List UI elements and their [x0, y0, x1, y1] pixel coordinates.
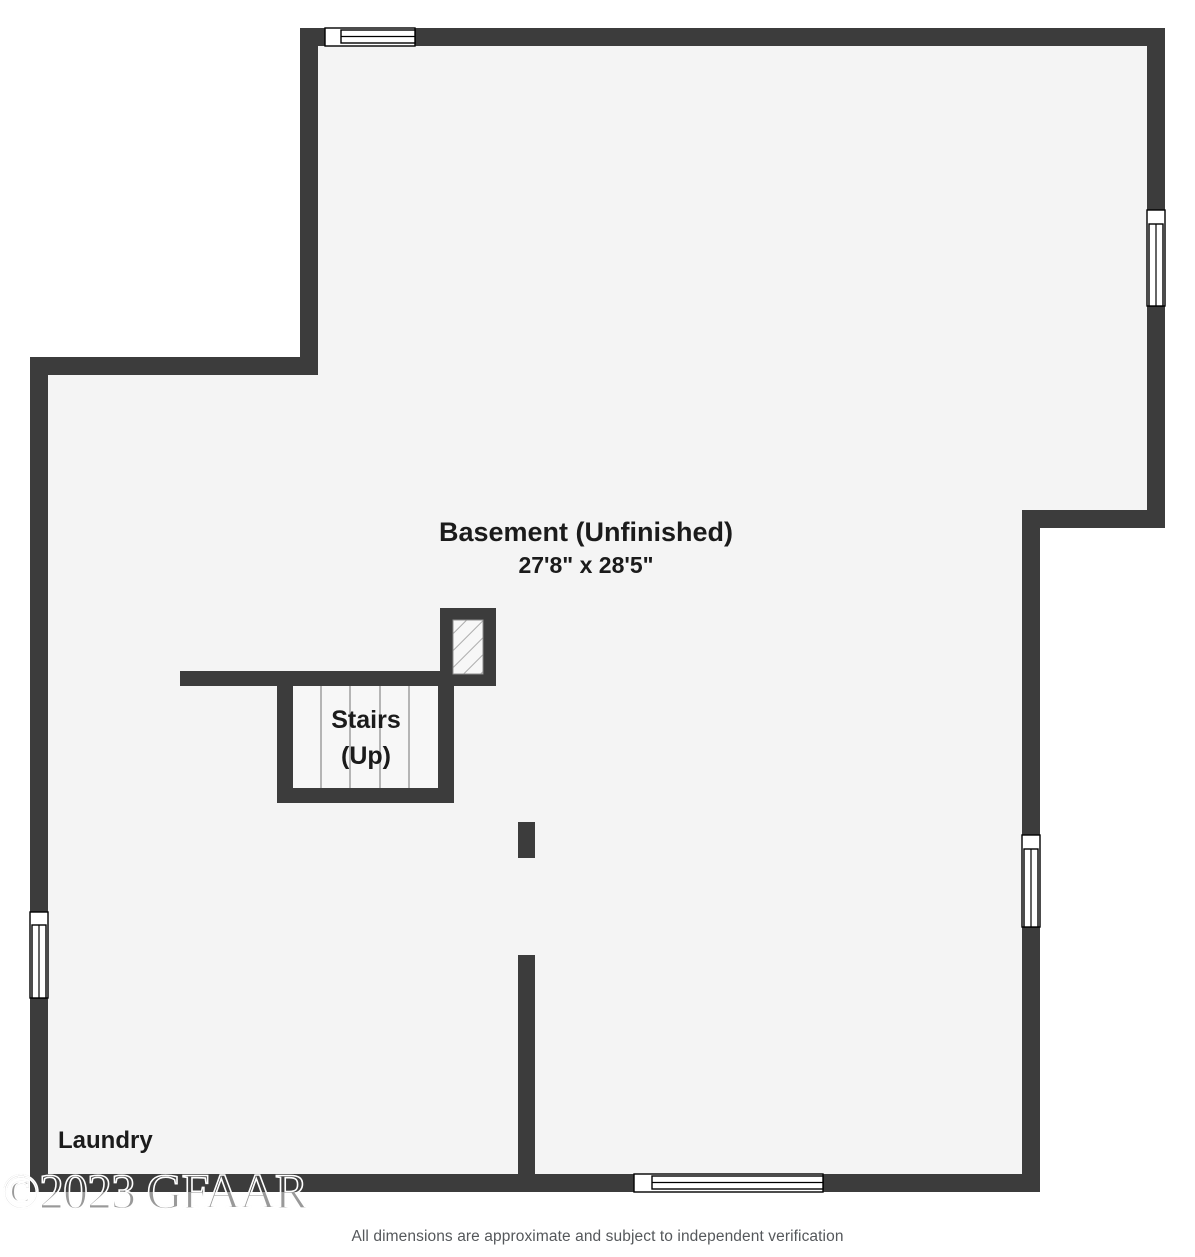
wall-left	[30, 357, 48, 1192]
windows	[29, 27, 1166, 1193]
support-column	[518, 822, 535, 858]
room-label-laundry: Laundry	[58, 1127, 153, 1154]
disclaimer-footnote: All dimensions are approximate and subje…	[351, 1228, 844, 1245]
stair-tread-area	[293, 686, 438, 788]
wall-stairs-left	[277, 671, 293, 803]
room-direction-stairs: (Up)	[341, 742, 391, 770]
window-top	[324, 27, 416, 47]
interior-walls	[180, 671, 535, 1187]
room-dimensions-basement: 27'8" x 28'5"	[518, 552, 654, 578]
room-label-basement: Basement (Unfinished) 27'8" x 28'5"	[0, 515, 1172, 580]
wall-stairs-bottom	[277, 788, 454, 803]
window-left	[29, 911, 49, 999]
window-right-upper	[1146, 209, 1166, 307]
room-name-basement: Basement (Unfinished)	[438, 517, 734, 547]
wall-left-step	[30, 357, 318, 375]
wall-right-jog	[1022, 510, 1165, 528]
wall-stairs-top	[180, 671, 496, 686]
room-label-stairs: Stairs (Up)	[276, 702, 456, 774]
room-name-stairs: Stairs	[331, 706, 401, 734]
window-bottom	[633, 1173, 824, 1193]
wall-top	[300, 28, 1165, 46]
chase-hatch-fill	[452, 619, 484, 675]
wall-stairs-right	[438, 671, 454, 803]
window-right-lower	[1021, 834, 1041, 928]
hatched-chase	[440, 608, 496, 686]
basement-floor-fill	[30, 28, 1165, 1192]
wall-upper-left	[300, 28, 318, 368]
floor-area	[30, 28, 1165, 1192]
wall-laundry-divider	[518, 955, 535, 1187]
stair-treads	[293, 686, 438, 788]
